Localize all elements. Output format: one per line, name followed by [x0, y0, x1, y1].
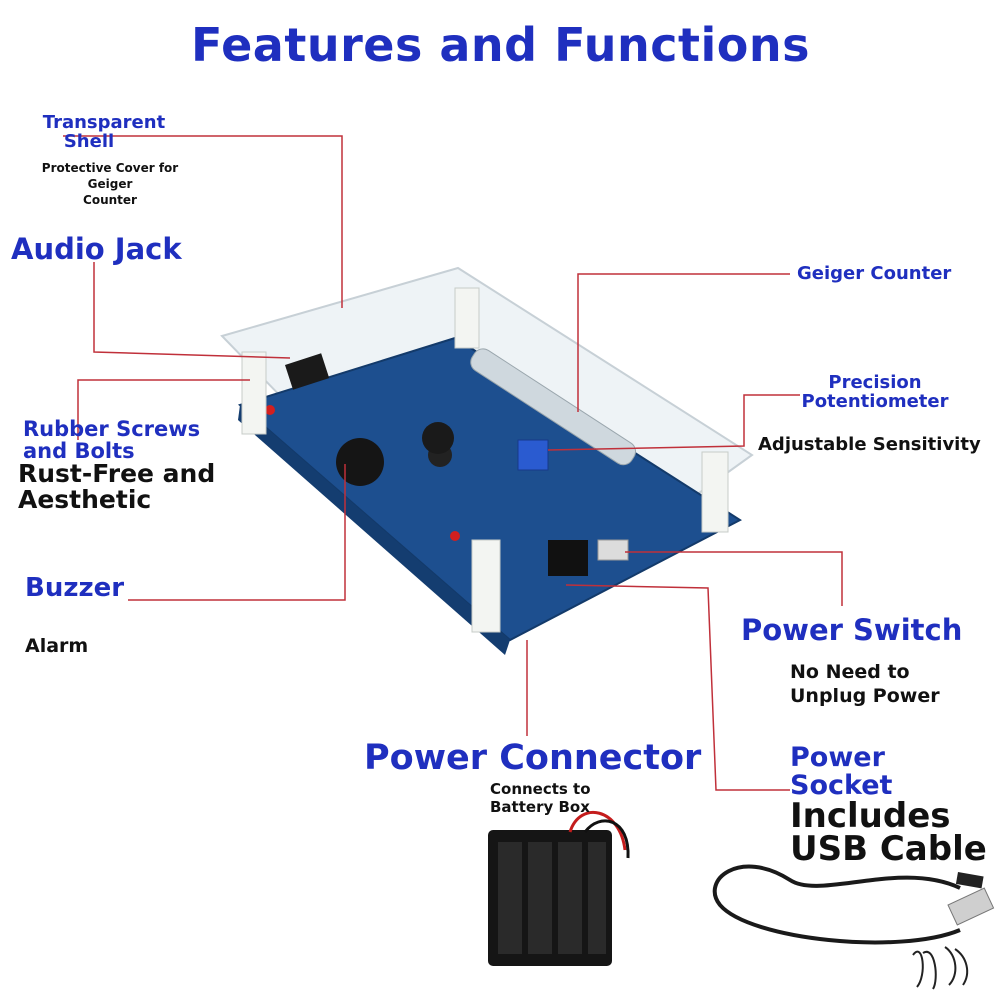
shell-label-line1: Transparent: [42, 112, 166, 133]
shell-desc: Protective Cover for Geiger Counter: [18, 160, 202, 208]
battery-box-illustration: [488, 811, 630, 966]
buzzer-label: Buzzer: [25, 573, 125, 603]
power-socket-desc-line2: USB Cable: [790, 829, 987, 869]
power-switch-component: [597, 539, 629, 561]
geiger-tube: [470, 348, 637, 466]
power-socket-desc: Includes USB Cable: [790, 796, 987, 869]
shell-desc-line2: Counter: [83, 193, 137, 207]
power-switch-desc-line2: Unplug Power: [790, 685, 940, 707]
potentiometer-desc: Adjustable Sensitivity: [758, 434, 981, 455]
power-connector-desc-line2: Battery Box: [490, 798, 590, 816]
page-title: Features and Functions: [191, 18, 810, 72]
power-connector-label: Power Connector: [364, 738, 702, 778]
rubber-desc-line1: Rust-Free and: [18, 459, 216, 488]
rubber-label: Rubber Screws and Bolts: [23, 418, 200, 462]
shell-label: Transparent Shell: [24, 113, 184, 151]
power-socket-desc-line1: Includes: [790, 796, 951, 836]
potentiometer-label: Precision Potentiometer: [800, 373, 950, 411]
power-socket-label-line1: Power: [790, 742, 885, 773]
leader-audio-jack: [93, 262, 291, 359]
leader-shell: [63, 135, 343, 308]
power-switch-label: Power Switch: [741, 613, 963, 647]
audio-jack-label: Audio Jack: [11, 232, 182, 266]
power-switch-desc-line1: No Need to: [790, 661, 910, 683]
leader-rubber: [77, 379, 250, 440]
shell-label-line2: Shell: [63, 131, 115, 152]
audio-jack-component: [284, 353, 330, 390]
power-socket-component: [548, 540, 588, 576]
rubber-label-line1: Rubber Screws: [23, 417, 201, 441]
leader-power-socket: [565, 584, 790, 791]
potentiometer-label-line1: Precision: [828, 372, 922, 393]
signature-mark: [912, 946, 969, 990]
power-switch-desc: No Need to Unplug Power: [790, 660, 940, 708]
power-socket-label: Power Socket: [790, 744, 892, 800]
rubber-desc: Rust-Free and Aesthetic: [18, 461, 215, 513]
rubber-desc-line2: Aesthetic: [18, 485, 152, 514]
leader-buzzer: [128, 464, 346, 601]
power-connector-desc: Connects to Battery Box: [490, 780, 591, 816]
potentiometer-component: [517, 439, 549, 471]
leader-geiger: [577, 273, 790, 412]
rubber-label-line2: and Bolts: [23, 439, 135, 463]
leader-potentiometer: [547, 394, 800, 451]
leader-power-switch: [625, 551, 843, 606]
power-connector-desc-line1: Connects to: [490, 780, 591, 798]
power-socket-label-line2: Socket: [790, 770, 893, 801]
buzzer-component: [336, 438, 384, 486]
usb-cable-illustration: [712, 864, 995, 945]
potentiometer-label-line2: Potentiometer: [801, 391, 949, 412]
buzzer-desc: Alarm: [25, 635, 89, 657]
geiger-label: Geiger Counter: [797, 263, 952, 284]
shell-desc-line1: Protective Cover for Geiger: [41, 161, 179, 191]
